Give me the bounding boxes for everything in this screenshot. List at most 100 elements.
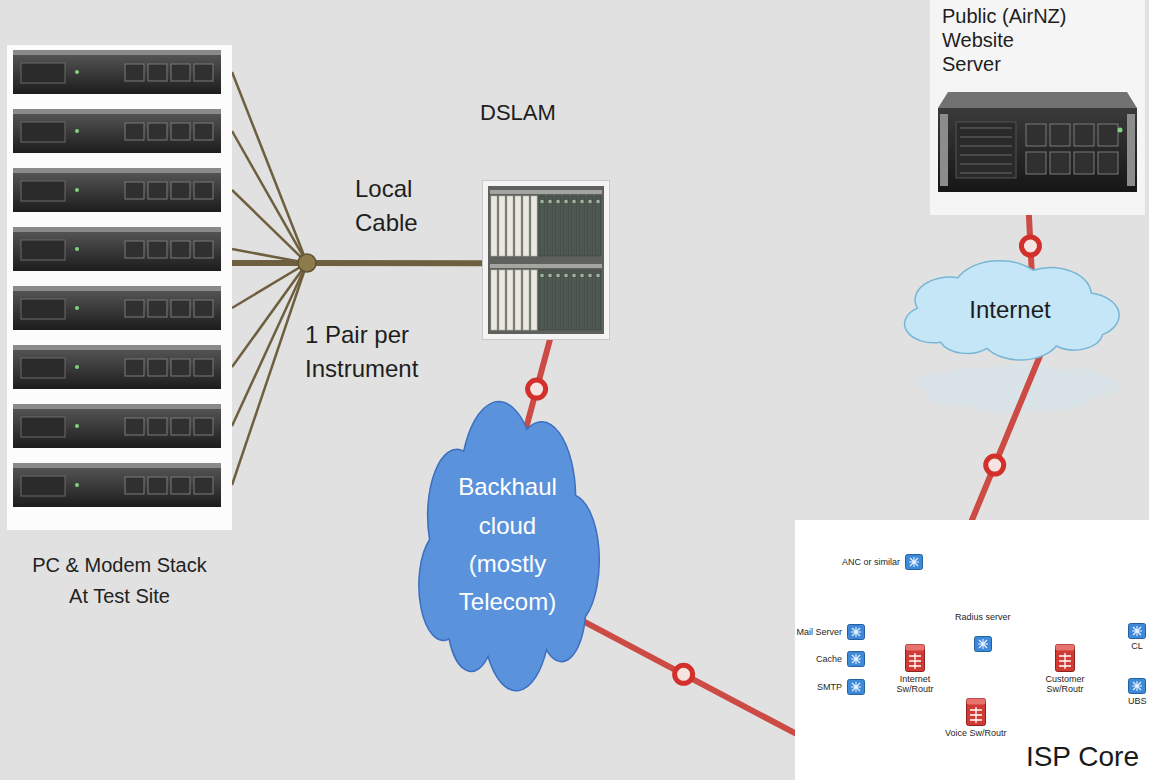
rack-label: DSLAM — [480, 100, 556, 126]
server-unit — [13, 345, 221, 389]
drive-bay — [194, 241, 213, 258]
link-connector — [572, 615, 795, 733]
switch-marks — [1132, 626, 1142, 636]
device-label-holder: CL — [1131, 641, 1143, 651]
card-led — [589, 274, 592, 277]
card-led — [581, 274, 584, 277]
switch-body — [1129, 624, 1146, 639]
line-card — [499, 196, 505, 256]
server-vent — [21, 299, 65, 319]
drive-bay — [1098, 152, 1118, 174]
line-card — [563, 270, 569, 330]
switch-icon — [847, 624, 865, 640]
cable-connector — [232, 263, 482, 264]
drive-bay — [125, 359, 144, 376]
drive-bay — [148, 477, 167, 494]
server-label: Public (AirNZ) Website Server — [942, 4, 1072, 76]
server-led — [75, 365, 79, 369]
line-card — [571, 270, 577, 330]
server-led — [75, 188, 79, 192]
server-bevel — [13, 463, 221, 468]
connector-line — [232, 260, 482, 266]
vent-slot — [960, 127, 1012, 129]
drive-bay — [125, 241, 144, 258]
switch-marks — [978, 639, 988, 649]
link-marker — [528, 380, 546, 398]
core-device: CL — [1128, 623, 1146, 651]
switch-icon — [974, 636, 992, 652]
switch-body — [848, 680, 865, 695]
drive-bay — [125, 64, 144, 81]
pair-wire — [232, 72, 307, 263]
cloud-text: Backhaul cloud (mostly Telecom) — [415, 385, 600, 705]
router-marks — [1059, 653, 1071, 669]
drive-bay — [148, 123, 167, 140]
server-bevel — [13, 168, 221, 173]
router-top — [906, 645, 925, 651]
drive-bay — [125, 182, 144, 199]
cloud-label: Internet — [920, 296, 1100, 325]
pair-wire — [232, 263, 307, 426]
server-vent — [21, 358, 65, 378]
drive-bay — [1074, 124, 1094, 146]
core-device: Voice Sw/Routr — [945, 698, 1007, 738]
drive-bay — [171, 300, 190, 317]
line-card — [547, 196, 553, 256]
line-card — [531, 270, 537, 330]
card-led — [581, 200, 584, 203]
server-unit — [13, 404, 221, 448]
link-marker — [675, 665, 693, 683]
line-card — [579, 196, 585, 256]
vent-slot — [960, 163, 1012, 165]
line-card — [515, 196, 521, 256]
link-marker — [986, 456, 1004, 474]
pair-wires — [232, 72, 307, 485]
switch-icon — [1128, 678, 1146, 694]
device-label: Radius server — [955, 612, 1011, 622]
router-top — [1056, 645, 1075, 651]
device-label: CL — [1131, 641, 1143, 651]
drive-bay — [125, 300, 144, 317]
server-vent — [21, 181, 65, 201]
annotation-label: 1 Pair per Instrument — [305, 318, 430, 385]
drive-bay — [1026, 152, 1046, 174]
card-led — [541, 200, 544, 203]
router-icon — [966, 698, 986, 726]
server-node: Public (AirNZ) Website Server — [930, 0, 1145, 215]
network-cloud: Backhaul cloud (mostly Telecom) — [415, 385, 600, 705]
card-led — [589, 200, 592, 203]
server-bevel — [13, 109, 221, 114]
server-unit — [13, 50, 221, 94]
router-body — [966, 699, 985, 726]
card-led — [549, 200, 552, 203]
cloud-outline — [905, 261, 1120, 360]
drive-bay — [148, 182, 167, 199]
switch-marks — [851, 654, 861, 664]
core-device: Mail Server — [796, 624, 865, 640]
cloud-shape — [415, 385, 600, 705]
drive-bay — [148, 64, 167, 81]
router-marks — [970, 707, 982, 723]
switch-icon — [847, 679, 865, 695]
vent-slot — [960, 136, 1012, 138]
device-label: UBS — [1128, 696, 1147, 706]
drive-bay — [1050, 152, 1070, 174]
server-led — [1118, 128, 1123, 133]
server-vent — [21, 417, 65, 437]
core-device: ANC or similar — [842, 554, 923, 570]
line-card — [547, 270, 553, 330]
device-label-holder: SMTP — [817, 682, 842, 692]
card-led — [565, 200, 568, 203]
vent-slot — [960, 154, 1012, 156]
server-led — [75, 424, 79, 428]
server-top — [938, 92, 1137, 108]
pair-wire — [232, 249, 307, 263]
device-label-holder: Mail Server — [796, 627, 842, 637]
server-unit — [13, 463, 221, 507]
core-device: Radius server — [955, 612, 1011, 652]
drive-bay — [171, 418, 190, 435]
vent-slot — [960, 172, 1012, 174]
node-label: PC & Modem Stack At Test Site — [27, 550, 212, 612]
server-unit — [13, 109, 221, 153]
device-label-holder: ANC or similar — [842, 557, 900, 567]
